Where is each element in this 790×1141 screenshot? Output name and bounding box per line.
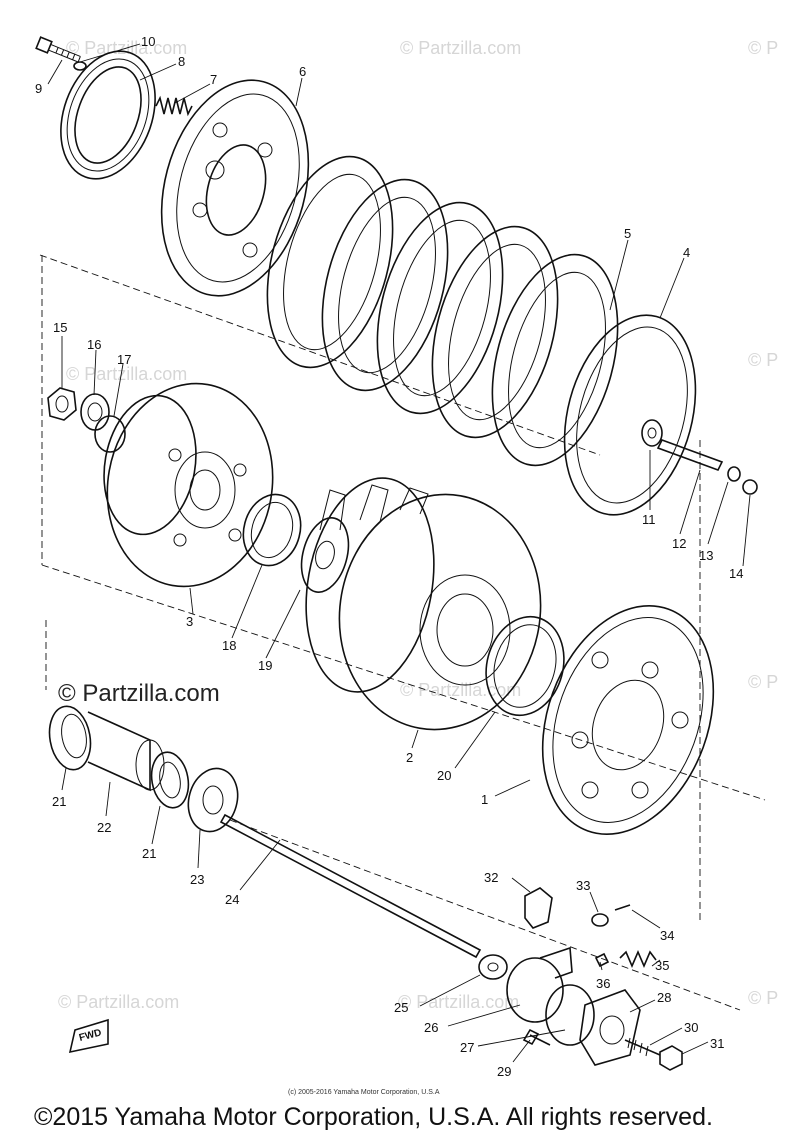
part-label: 36 — [596, 976, 610, 991]
part-label: 29 — [497, 1064, 511, 1079]
part-clutch-hub-3 — [103, 382, 274, 588]
part-clutch-housing-2 — [305, 477, 542, 731]
part-label: 3 — [186, 614, 193, 629]
part-washer-23 — [187, 767, 239, 833]
part-ring-18 — [242, 493, 302, 567]
part-pin-34 — [614, 904, 631, 911]
part-label: 2 — [406, 750, 413, 765]
part-needle-bearing-21 — [48, 705, 92, 771]
part-label: 30 — [684, 1020, 698, 1035]
part-collar-22 — [87, 711, 165, 792]
part-pin-32 — [524, 887, 553, 929]
part-thrust-plate-19 — [300, 517, 350, 593]
part-seal-20 — [485, 615, 565, 717]
part-nut-31 — [659, 1045, 683, 1071]
part-label: 25 — [394, 1000, 408, 1015]
watermark: © Partzilla.com — [66, 364, 188, 384]
part-label: 15 — [53, 320, 67, 335]
part-label: 18 — [222, 638, 236, 653]
part-bearing-11 — [641, 419, 663, 447]
part-friction-plates-5 — [266, 155, 619, 467]
part-number-labels: 1 2 3 4 5 6 7 8 9 10 11 12 13 14 15 16 1… — [35, 34, 743, 1079]
part-nut-15 — [47, 387, 77, 421]
partzilla-brand-watermark: © Partzilla.com — [58, 680, 220, 707]
part-label: 4 — [683, 245, 690, 260]
part-label: 10 — [141, 34, 155, 49]
part-spring-35 — [619, 949, 657, 969]
part-ball-14 — [742, 479, 758, 495]
part-label: 16 — [87, 337, 101, 352]
part-clutch-boss-6 — [160, 79, 310, 297]
part-label: 32 — [484, 870, 498, 885]
part-label: 13 — [699, 548, 713, 563]
part-push-rod-12 — [656, 439, 724, 471]
part-housing-28 — [579, 989, 641, 1066]
fwd-arrow-tag: FWD — [68, 1018, 109, 1054]
part-label: 19 — [258, 658, 272, 673]
watermark: © P — [748, 988, 779, 1008]
part-label: 5 — [624, 226, 631, 241]
part-bolt-9 — [35, 36, 81, 63]
part-label: 17 — [117, 352, 131, 367]
part-release-lever-26 — [506, 946, 573, 1023]
leader-lines — [47, 43, 751, 1063]
part-label: 14 — [729, 566, 743, 581]
part-adjust-screw-30 — [624, 1037, 661, 1057]
part-pressure-plate-8 — [60, 50, 156, 180]
part-label: 33 — [576, 878, 590, 893]
part-spring-7 — [155, 95, 193, 117]
watermark: © Partzilla.com — [58, 992, 180, 1012]
part-label: 24 — [225, 892, 239, 907]
part-screw-36 — [594, 952, 610, 968]
fwd-label: FWD — [78, 1027, 103, 1044]
part-clutch-plate-4 — [563, 314, 697, 516]
part-label: 26 — [424, 1020, 438, 1035]
part-label: 20 — [437, 768, 451, 783]
assembly-guide-lines — [39, 254, 766, 1011]
inner-copyright: (c) 2005-2016 Yamaha Motor Corporation, … — [288, 1089, 440, 1096]
part-o-ring-13 — [727, 466, 741, 482]
watermark: © P — [748, 350, 779, 370]
part-label: 27 — [460, 1040, 474, 1055]
part-push-rod-24 — [219, 813, 482, 959]
part-label: 22 — [97, 820, 111, 835]
part-label: 28 — [657, 990, 671, 1005]
part-needle-bearing-21b — [150, 751, 190, 809]
part-label: 21 — [52, 794, 66, 809]
part-o-ring-17 — [94, 415, 126, 453]
part-label: 6 — [299, 64, 306, 79]
part-label: 11 — [642, 512, 656, 527]
part-label: 35 — [655, 958, 669, 973]
part-screw-29 — [522, 1028, 551, 1046]
part-label: 9 — [35, 81, 42, 96]
part-primary-gear-1 — [541, 604, 715, 836]
part-label: 34 — [660, 928, 674, 943]
part-seal-25 — [478, 954, 508, 980]
part-label: 31 — [710, 1036, 724, 1051]
part-washer-16 — [80, 393, 110, 431]
part-label: 8 — [178, 54, 185, 69]
part-washer-10 — [73, 61, 87, 71]
watermark: © P — [748, 38, 779, 58]
footer-copyright: ©2015 Yamaha Motor Corporation, U.S.A. A… — [34, 1103, 713, 1131]
part-label: 21 — [142, 846, 156, 861]
part-label: 7 — [210, 72, 217, 87]
watermark: © Partzilla.com — [398, 992, 520, 1012]
watermark: © P — [748, 672, 779, 692]
part-cover-27 — [545, 984, 595, 1046]
part-pin-33 — [591, 913, 609, 927]
part-label: 12 — [672, 536, 686, 551]
watermark: © Partzilla.com — [400, 38, 522, 58]
part-label: 23 — [190, 872, 204, 887]
part-label: 1 — [481, 792, 488, 807]
